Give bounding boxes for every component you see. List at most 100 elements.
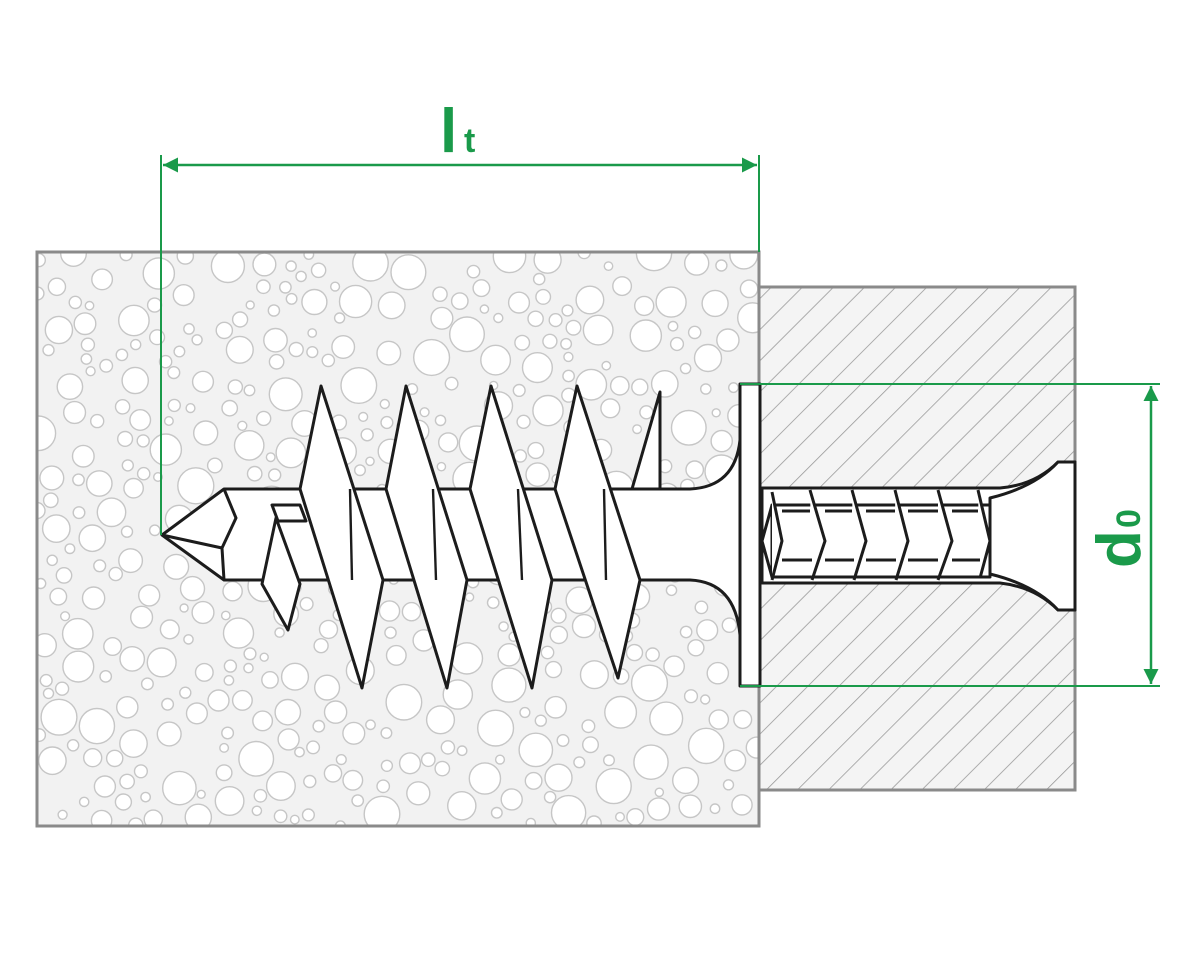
bubble [630, 664, 669, 702]
bubble [438, 432, 459, 453]
bubble [430, 306, 454, 330]
bubble [700, 383, 712, 395]
bubble [512, 383, 526, 398]
bubble [543, 790, 557, 804]
bubble [575, 285, 605, 315]
bubble [192, 420, 219, 446]
bubble [516, 414, 531, 429]
bubble [191, 334, 203, 346]
bubble [385, 683, 423, 721]
bubble [358, 411, 369, 423]
bubble [252, 252, 277, 277]
bubble [360, 428, 374, 442]
bubble [214, 786, 245, 817]
bubble [123, 477, 145, 499]
bubble [103, 637, 123, 657]
bubble [500, 788, 523, 811]
bubble [711, 408, 721, 418]
bubble [80, 337, 96, 352]
bubble [466, 264, 481, 279]
bubble [66, 739, 80, 752]
bubble [108, 566, 123, 582]
bubble [540, 645, 555, 660]
bubble [380, 727, 393, 740]
bubble [518, 732, 554, 768]
bubble [406, 781, 431, 806]
bubble [231, 689, 253, 711]
bubble [231, 311, 249, 328]
bubble [493, 312, 504, 324]
bubble [331, 335, 356, 360]
bubble [314, 674, 341, 701]
bubble [46, 554, 59, 567]
bubble [285, 292, 298, 305]
bubble [274, 627, 285, 638]
bubble [119, 773, 136, 790]
bubble [724, 749, 747, 772]
bubble [678, 794, 703, 819]
bubble [221, 726, 235, 740]
bubble [243, 662, 254, 674]
bubble [534, 714, 547, 727]
bubble [146, 297, 163, 313]
bubble [37, 633, 57, 658]
bubble [490, 806, 503, 819]
bubble [96, 497, 127, 528]
bubble [693, 343, 723, 373]
bubble [93, 775, 117, 798]
bubble [745, 736, 759, 759]
bubble [446, 791, 477, 821]
bubble [671, 766, 700, 795]
bubble [149, 329, 166, 346]
bubble [351, 794, 365, 807]
bubble [525, 817, 537, 826]
bubble [253, 788, 268, 803]
bubble [497, 643, 522, 667]
bubble [39, 465, 65, 491]
bubble [645, 647, 660, 662]
bubble [685, 460, 705, 480]
bubble [119, 729, 148, 758]
bubble [679, 362, 692, 375]
bubble [223, 675, 235, 686]
bubble [379, 398, 390, 410]
bubble [163, 553, 190, 580]
bubble [533, 252, 562, 274]
bubble [263, 327, 288, 353]
bubble [84, 300, 95, 311]
bubble [650, 369, 679, 398]
bubble [649, 701, 684, 736]
bubble [245, 300, 255, 310]
bubble [273, 809, 288, 824]
bubble [129, 338, 142, 351]
bubble [85, 366, 96, 377]
bubble [221, 399, 239, 417]
bubble [563, 351, 574, 363]
bubble [82, 748, 103, 768]
bubble [261, 671, 279, 689]
bubble [78, 524, 107, 553]
bubble [280, 662, 310, 691]
bubble [117, 304, 150, 337]
bubble [684, 252, 710, 276]
bubble [167, 366, 181, 380]
bubble [116, 696, 139, 719]
bubble [161, 697, 175, 711]
bubble [432, 286, 448, 303]
bubble [603, 261, 614, 271]
bubble [654, 787, 665, 798]
bubble [365, 456, 375, 467]
bubble [243, 647, 257, 661]
bubble [73, 312, 97, 336]
bubble [655, 286, 687, 318]
bubble [72, 473, 85, 487]
bubble [440, 740, 456, 755]
bubble [196, 789, 206, 799]
bubble [330, 281, 341, 292]
bubble [37, 577, 47, 590]
bubble [323, 764, 343, 783]
bubble [148, 524, 161, 537]
bubble [246, 465, 263, 482]
bubble [59, 611, 71, 622]
